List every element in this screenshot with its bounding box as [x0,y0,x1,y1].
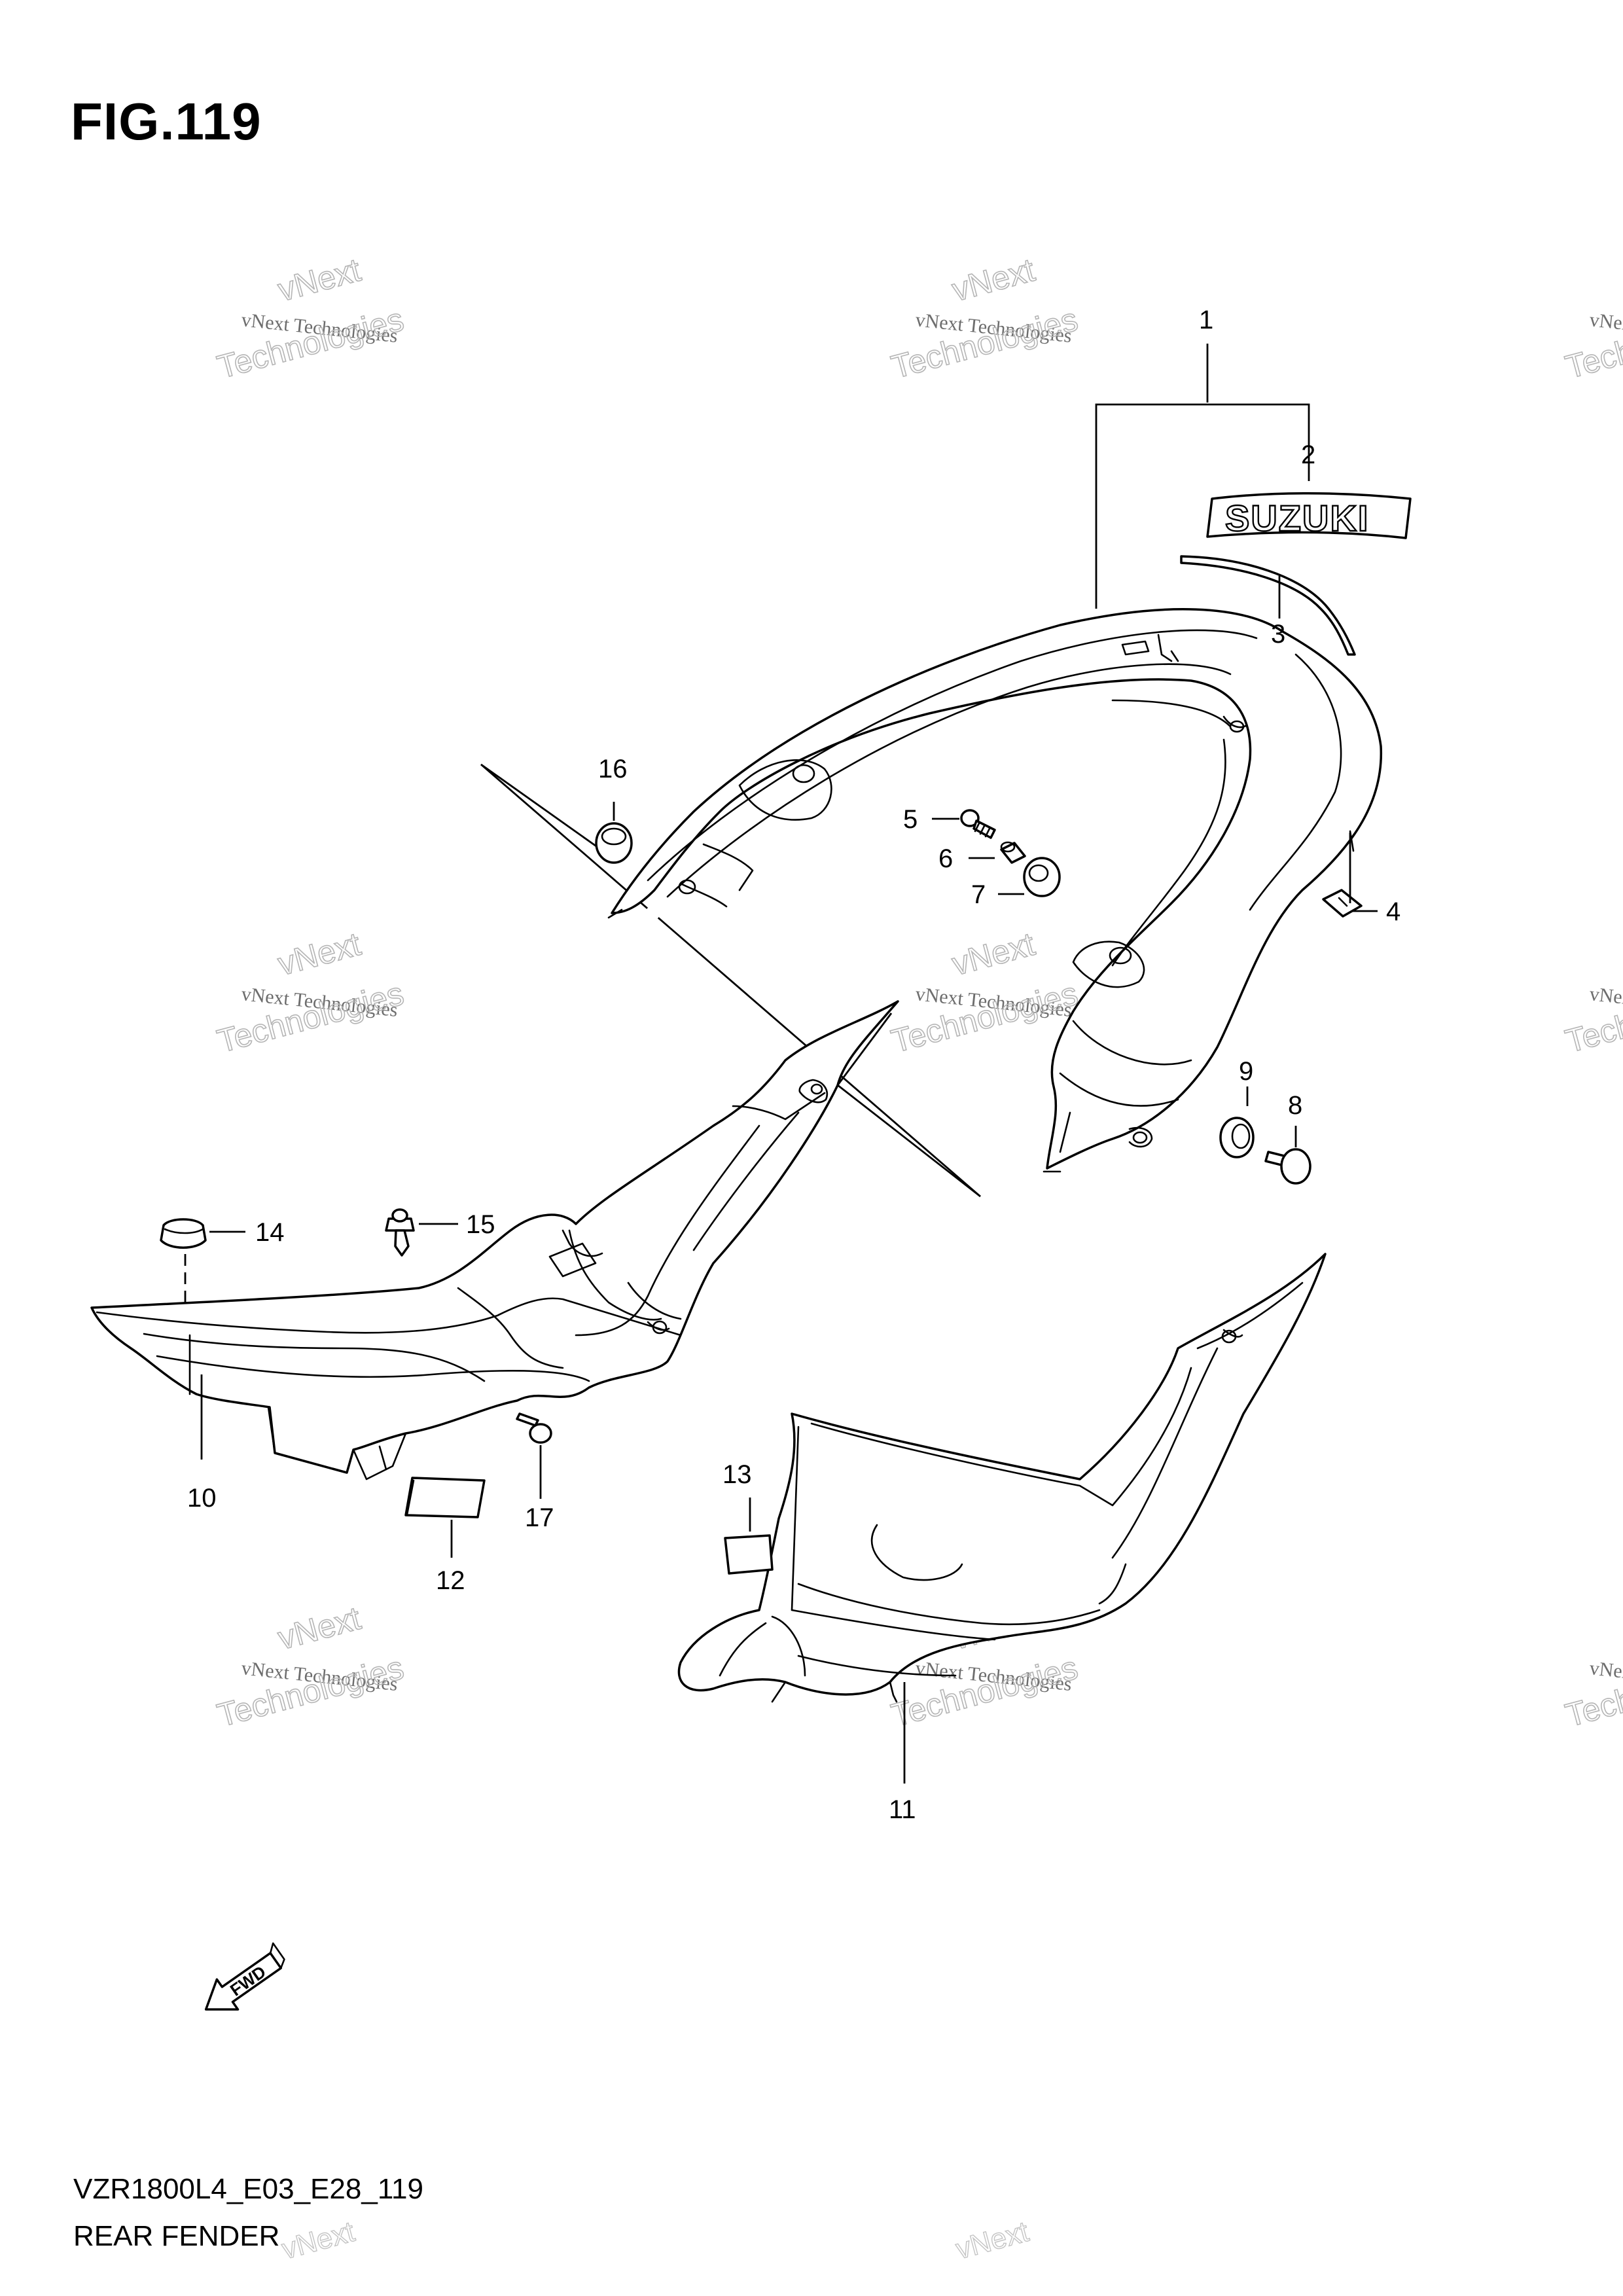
rear-fender-part-11 [677,1253,1327,1703]
tail-cowl-part-1 [607,608,1383,1173]
leader-lines [184,344,1378,1784]
callout-3: 3 [1271,620,1285,649]
callout-7: 7 [971,880,986,909]
watermark-11: vNext [952,2215,1033,2266]
callout-labels: 1 2 3 4 5 6 7 8 9 10 11 12 13 14 15 16 1… [187,306,1400,1824]
bolt-part-5 [960,809,996,839]
grommet-part-9 [1219,1117,1255,1158]
watermark-5: vNext Technologies vNext Technologies [887,925,1082,1060]
watermark-1: vNext Technologies vNext Technologies [213,251,408,386]
projection-lines [480,763,981,1198]
watermark-10: vNext [278,2215,359,2266]
callout-16: 16 [598,755,628,783]
callout-11: 11 [889,1795,916,1824]
grommet-part-7 [1023,857,1061,897]
watermark-6: vNext Technologies vNext Technologies [1561,925,1623,1060]
callout-9: 9 [1239,1057,1253,1086]
watermark-text: vNext [274,251,365,308]
callout-10: 10 [187,1484,217,1513]
rear-fender-part-10 [90,1000,899,1480]
watermark-text: vNext [274,1600,365,1657]
callout-1: 1 [1199,306,1213,334]
callout-15: 15 [466,1210,495,1239]
suzuki-emblem-part-2: SUZUKI [1206,492,1412,539]
emblem-text: SUZUKI [1225,497,1369,539]
rubber-cushion-part-16 [595,822,633,864]
figure-title: FIG.119 [71,92,262,151]
callout-5: 5 [903,805,918,834]
watermark-group: vNext Technologies vNext Technologies vN… [213,251,1623,2266]
callout-6: 6 [938,844,953,873]
trim-strip-part-3 [1180,555,1356,656]
callout-17: 17 [525,1503,554,1532]
callout-13: 13 [722,1460,752,1489]
callout-12: 12 [436,1566,465,1595]
watermark-text: vNext [274,925,365,982]
watermark-text: vNext [953,2215,1032,2265]
watermark-4: vNext Technologies vNext Technologies [213,925,408,1060]
projection-lines-2 [836,1013,981,1198]
clip-nut-part-4 [1322,889,1363,918]
watermark-3: vNext Technologies vNext Technologies [1561,251,1623,386]
grommet-part-14 [160,1218,207,1249]
collar-part-6 [1000,841,1026,864]
watermark-9: vNext Technologies vNext Technologies [1561,1599,1623,1734]
callout-4: 4 [1386,897,1400,926]
watermark-2: vNext Technologies vNext Technologies [887,251,1082,386]
callout-14: 14 [255,1218,285,1247]
pad-part-13 [724,1534,774,1575]
forward-arrow-icon: FWD [204,1942,285,2011]
watermark-7: vNext Technologies vNext Technologies [213,1599,408,1734]
screw-part-8 [1264,1148,1311,1185]
callout-2: 2 [1301,440,1315,469]
model-code: VZR1800L4_E03_E28_119 [73,2173,423,2205]
pad-part-12 [404,1477,486,1518]
watermark-text: vNext [948,925,1039,982]
screw-part-17 [516,1412,552,1444]
callout-8: 8 [1288,1091,1302,1120]
watermark-text: vNext [279,2215,358,2265]
section-name: REAR FENDER [73,2220,280,2252]
clip-part-15 [385,1208,415,1257]
watermark-text: vNext [948,251,1039,308]
